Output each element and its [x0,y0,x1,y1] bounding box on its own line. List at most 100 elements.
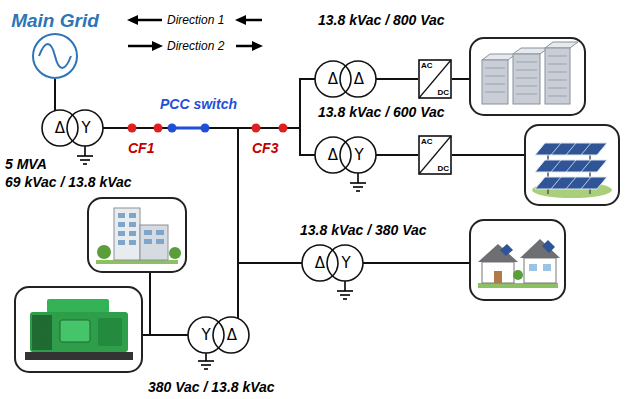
converter-label: AC [421,137,433,146]
transformer: ΔY [300,243,365,283]
ground-symbol [80,159,90,161]
ground-symbol [343,298,347,300]
winding-type: Δ [346,70,372,88]
solar-farm-icon [547,189,549,194]
building-icon [118,222,125,227]
direction-arrow [235,15,246,25]
pcc-switch [201,124,210,133]
generator-icon [35,319,49,321]
winding-circle [213,317,249,353]
solar-farm-icon [581,143,591,155]
generator-icon [47,299,109,313]
generator-icon [35,337,49,339]
building-icon [118,213,164,245]
data-center-icon [545,42,578,48]
residential-icon [478,244,518,262]
power-line [376,78,418,80]
data-center-icon [548,64,567,65]
direction-arrow [152,41,163,51]
residential-icon [500,244,513,256]
transformer-symbol [313,135,378,175]
transformer-symbol [313,59,378,99]
data-center-icon [470,38,585,115]
winding-type: Y [333,254,359,272]
rating-label: 5 MVA [5,156,47,172]
circuit-breaker [128,124,137,133]
solar-farm-icon [581,177,591,189]
circuit-breaker [279,124,288,133]
grid-symbol [31,32,79,80]
pcc-switch [172,127,205,130]
direction-arrow [252,41,263,51]
building-icon [156,230,164,235]
residential-icon [543,264,551,271]
solar-farm-icon [566,177,576,189]
breaker-label: CF1 [128,140,154,156]
transformer: ΔY [313,135,378,175]
solar-farm-icon [551,143,591,189]
residential-icon [494,271,502,283]
voltage-ratio: 69 kVac / 13.8 kVac [5,174,132,190]
ground-symbol [340,294,350,296]
converter-label: AC [421,61,433,70]
transformer: ΔY [40,108,105,148]
building-icon [114,208,140,260]
source-label: Main Grid [11,10,99,32]
transformer: ΔΔ [313,59,378,99]
data-center-icon [516,70,537,71]
voltage-ratio: 380 Vac / 13.8 kVac [148,379,275,395]
ground-symbol [84,146,86,156]
circuit-breaker [154,124,163,133]
data-center-icon [485,76,505,77]
building-icon [129,213,136,218]
grid-source: Main Grid [11,10,99,80]
data-center-icon [548,80,567,81]
breaker-label: CF3 [252,140,278,156]
residential-icon [542,240,555,253]
pcc-switch [168,124,177,133]
direction-arrow [236,45,254,48]
data-center-icon [482,54,516,60]
data-center-icon [548,72,567,73]
building-icon [156,239,164,244]
building-icon [96,260,178,264]
circuit-breaker [252,124,261,133]
ground-symbol [350,182,366,184]
residential-icon [520,239,560,258]
data-center-icon [485,84,505,85]
converter-box [419,136,451,174]
direction-arrow [136,19,162,22]
voltage-ratio: 13.8 kVac / 800 Vac [318,12,445,28]
building-icon [169,247,181,259]
building-icon [144,239,152,244]
data-center-icon [516,94,537,95]
generator-icon [35,320,49,344]
voltage-ratio: 13.8 kVac / 600 Vac [318,104,445,120]
solar-farm-icon [551,143,561,155]
solar-farm-icon [535,177,607,189]
voltage-ratio: 13.8 kVac / 380 Vac [300,222,427,238]
building-icon [140,225,168,260]
winding-type: Δ [307,254,333,272]
data-center-icon [548,88,567,89]
residential-icon [470,220,565,300]
data-center-icon [548,56,567,57]
generator-icon [32,315,52,350]
generator-icon [25,352,133,360]
winding-type: Y [73,119,99,137]
solar-farm-icon [525,125,619,205]
converter-diagonal [419,60,451,98]
power-line [103,79,315,128]
ground-symbol [344,281,346,291]
residential-icon [478,283,558,288]
building-icon [118,231,125,236]
data-center-icon [485,56,567,96]
ground-symbol [198,360,214,362]
winding-circle [340,137,376,173]
load-wire [452,78,470,80]
ground-symbol [77,155,93,157]
transformer-symbol [300,243,365,283]
solar-farm-icon [566,143,576,155]
